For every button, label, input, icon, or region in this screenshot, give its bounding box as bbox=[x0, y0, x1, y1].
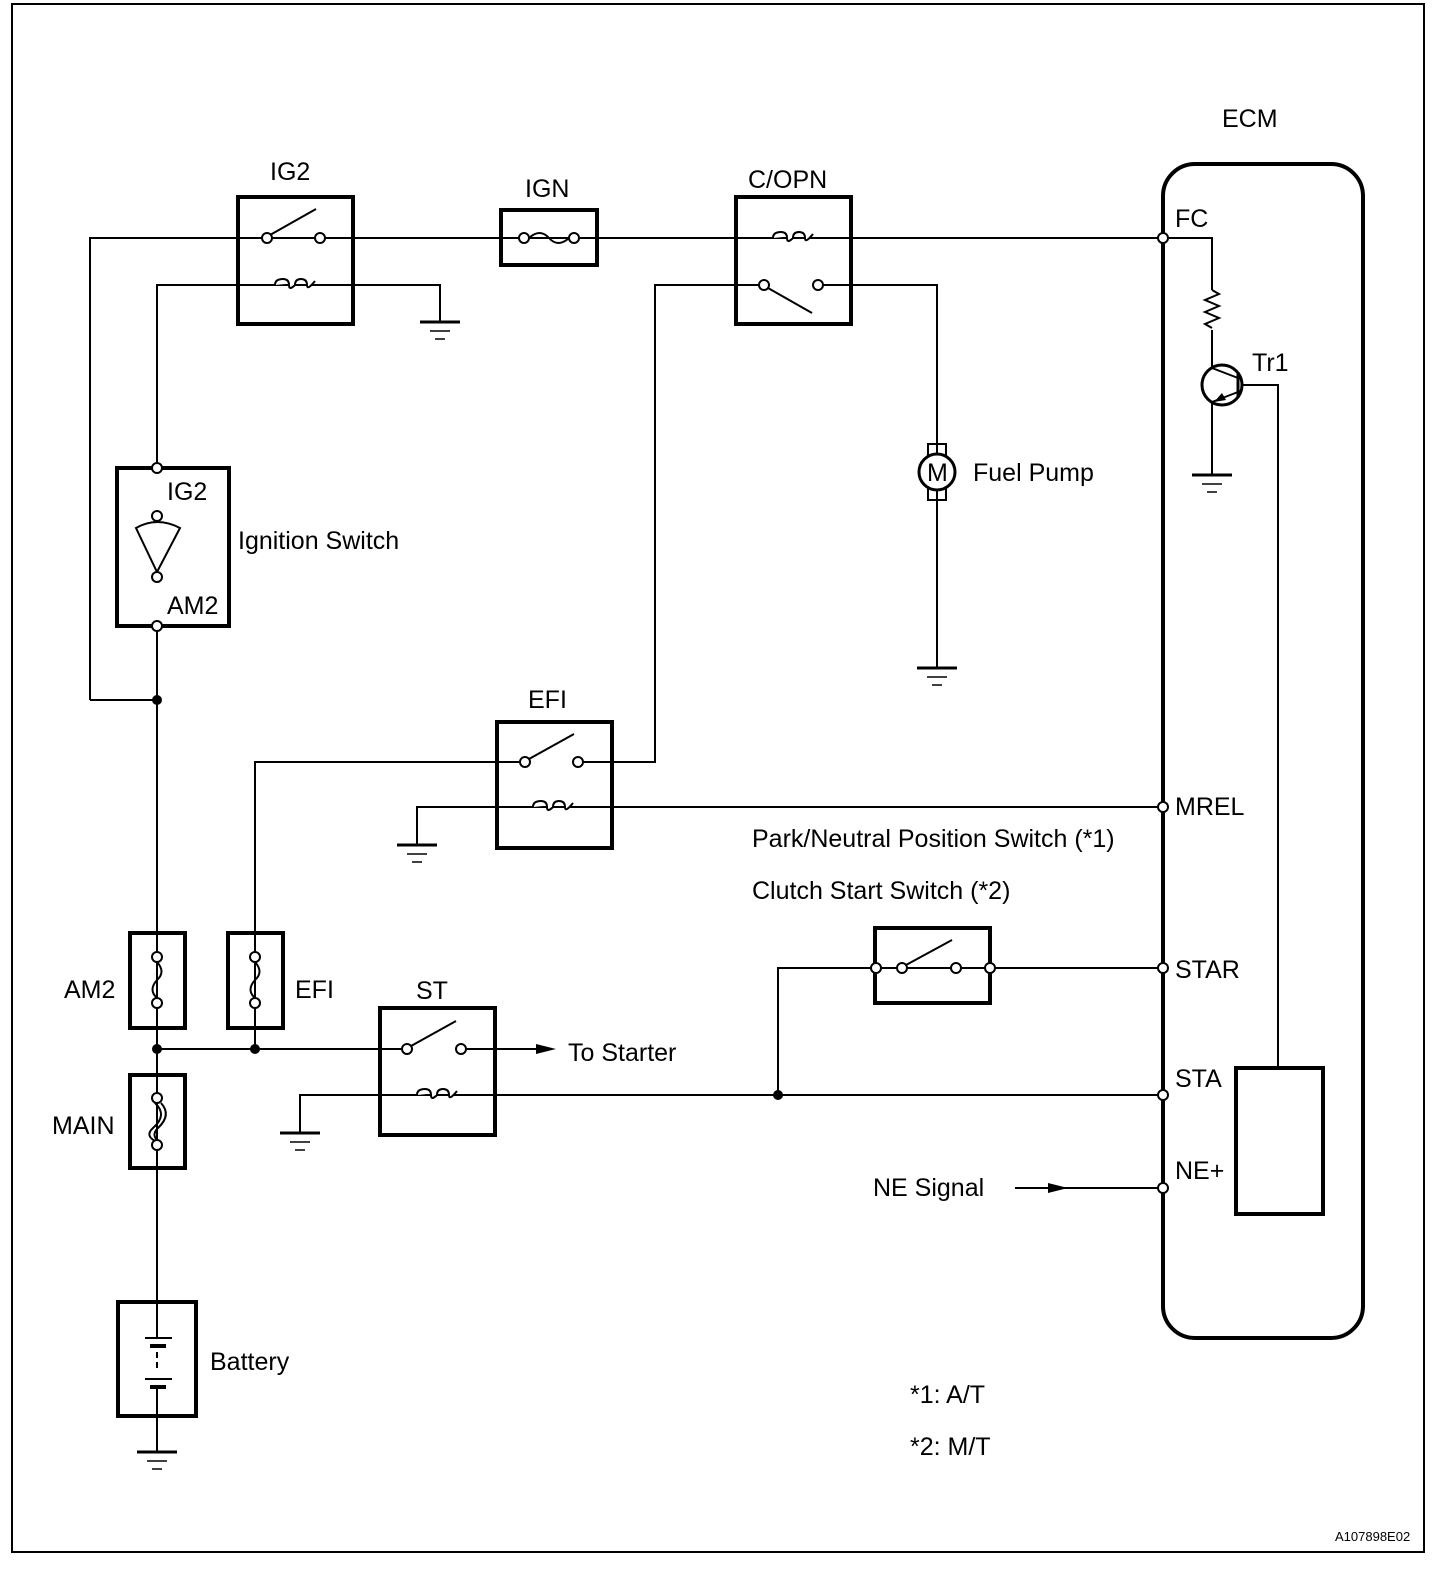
c-opn-relay: C/OPN bbox=[734, 166, 853, 326]
ground-icon bbox=[395, 843, 439, 864]
clutch-switch-label: Clutch Start Switch (*2) bbox=[752, 877, 1010, 905]
ne-signal-label: NE Signal bbox=[873, 1174, 984, 1202]
st-relay-label: ST bbox=[416, 977, 448, 1005]
arrow-icon bbox=[536, 1044, 556, 1054]
coil-icon bbox=[772, 231, 814, 242]
arrow-icon bbox=[1048, 1183, 1068, 1193]
note-2: *2: M/T bbox=[910, 1433, 991, 1461]
ig2-relay-label: IG2 bbox=[270, 158, 310, 186]
ig2-terminal-label: IG2 bbox=[167, 478, 207, 506]
to-starter-label: To Starter bbox=[568, 1039, 676, 1067]
transistor-icon bbox=[1200, 363, 1244, 407]
coil-icon bbox=[416, 1088, 458, 1099]
ignition-switch-label: Ignition Switch bbox=[238, 527, 399, 555]
ecm-label: ECM bbox=[1222, 105, 1278, 133]
note-1: *1: A/T bbox=[910, 1381, 985, 1409]
st-relay: ST bbox=[378, 977, 497, 1137]
ecm: ECM Tr1 FC MREL STAR STA NE+ bbox=[1157, 105, 1365, 1340]
pin-sta: STA bbox=[1175, 1065, 1222, 1093]
motor-icon: M bbox=[927, 459, 948, 487]
main-fuse: MAIN bbox=[52, 1073, 187, 1170]
c-opn-relay-label: C/OPN bbox=[748, 166, 827, 194]
park-neutral-switch: Park/Neutral Position Switch (*1) Clutch… bbox=[752, 825, 1115, 1005]
coil-icon bbox=[532, 800, 574, 811]
efi-relay-label: EFI bbox=[528, 686, 567, 714]
wires bbox=[89, 237, 1279, 1452]
efi-fuse: EFI bbox=[226, 931, 334, 1030]
main-fuse-label: MAIN bbox=[52, 1112, 115, 1140]
pn-switch-label: Park/Neutral Position Switch (*1) bbox=[752, 825, 1115, 853]
coil-icon bbox=[274, 278, 316, 289]
pin-ne: NE+ bbox=[1175, 1157, 1224, 1185]
ground-icon bbox=[915, 666, 959, 687]
pin-star: STAR bbox=[1175, 956, 1240, 984]
battery-label: Battery bbox=[210, 1348, 290, 1376]
frame bbox=[11, 3, 1425, 1553]
efi-relay: EFI bbox=[495, 686, 614, 850]
am2-terminal-label: AM2 bbox=[167, 592, 218, 620]
pin-fc: FC bbox=[1175, 205, 1208, 233]
ground-icon bbox=[1190, 473, 1234, 494]
tr1-label: Tr1 bbox=[1252, 349, 1289, 377]
pin-mrel: MREL bbox=[1175, 793, 1245, 821]
ign-fuse-label: IGN bbox=[525, 175, 569, 203]
fuel-pump: M Fuel Pump bbox=[917, 443, 1094, 501]
battery: Battery bbox=[116, 1300, 290, 1418]
ign-fuse: IGN bbox=[499, 175, 599, 267]
fuel-pump-label: Fuel Pump bbox=[973, 459, 1094, 487]
ground-icon bbox=[278, 1131, 322, 1152]
am2-fuse-label: AM2 bbox=[64, 976, 115, 1004]
ig2-relay: IG2 bbox=[236, 158, 355, 326]
efi-fuse-label: EFI bbox=[295, 976, 334, 1004]
ignition-switch: IG2 AM2 Ignition Switch bbox=[115, 462, 399, 632]
figure-id: A107898E02 bbox=[1335, 1529, 1410, 1544]
ground-icon bbox=[418, 320, 462, 341]
ground-icon bbox=[135, 1450, 179, 1471]
am2-fuse: AM2 bbox=[64, 931, 187, 1030]
